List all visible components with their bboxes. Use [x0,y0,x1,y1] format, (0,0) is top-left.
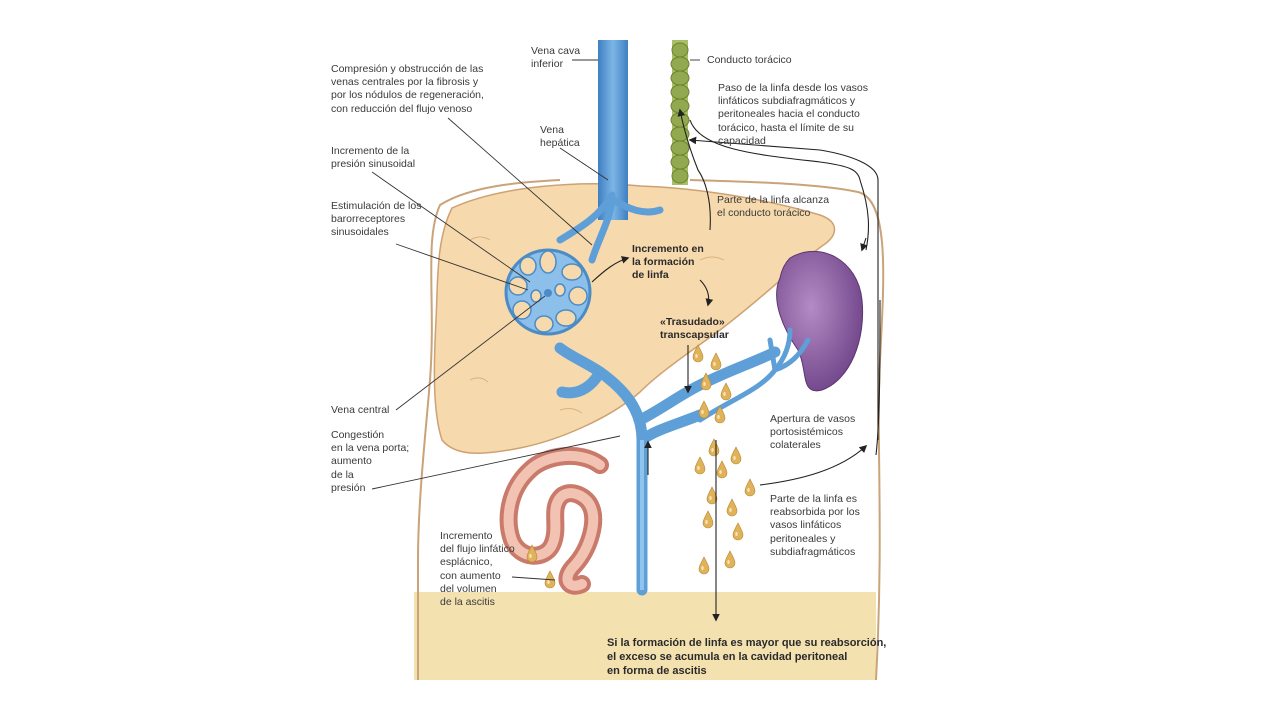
label-vena-central: Vena central [331,404,390,416]
label-incremento-formacion: Incremento en la formación de linfa [632,243,704,282]
label-vena-hepatica: Vena hepática [540,124,580,150]
collateral-veins [697,327,811,423]
label-compresion: Compresión y obstrucción de las venas ce… [331,63,484,115]
label-incremento-presion: Incremento de la presión sinusoidal [331,145,416,171]
label-estimulacion: Estimulación de los barorreceptores sinu… [331,200,422,239]
label-conclusion: Si la formación de linfa es mayor que su… [607,637,887,677]
label-congestion: Congestión en la vena porta; aumento de … [331,429,410,494]
label-parte-alcanza: Parte de la linfa alcanza el conducto to… [717,194,830,220]
hepatic-veins [556,191,664,264]
inferior-vena-cava [598,40,628,220]
label-paso-linfa: Paso de la linfa desde los vasos linfáti… [718,82,869,147]
label-apertura: Apertura de vasos portosistémicos colate… [770,413,856,452]
label-trasudado: «Trasudado» transcapsular [660,316,729,342]
sinusoid-lobule [504,248,592,336]
label-conducto-toracico: Conducto torácico [707,54,792,66]
spleen [776,250,864,392]
pointer-lines [371,59,700,581]
label-flujo-esplacnico: Incremento del flujo linfático esplácnic… [440,530,515,609]
process-arrows [591,108,881,622]
portal-vein [554,342,781,596]
label-vena-cava-inferior: Vena cava inferior [531,45,581,71]
label-reabsorbida: Parte de la linfa es reabsorbida por los… [770,493,860,558]
ascites-pool [414,592,876,680]
body-outline [417,179,885,681]
